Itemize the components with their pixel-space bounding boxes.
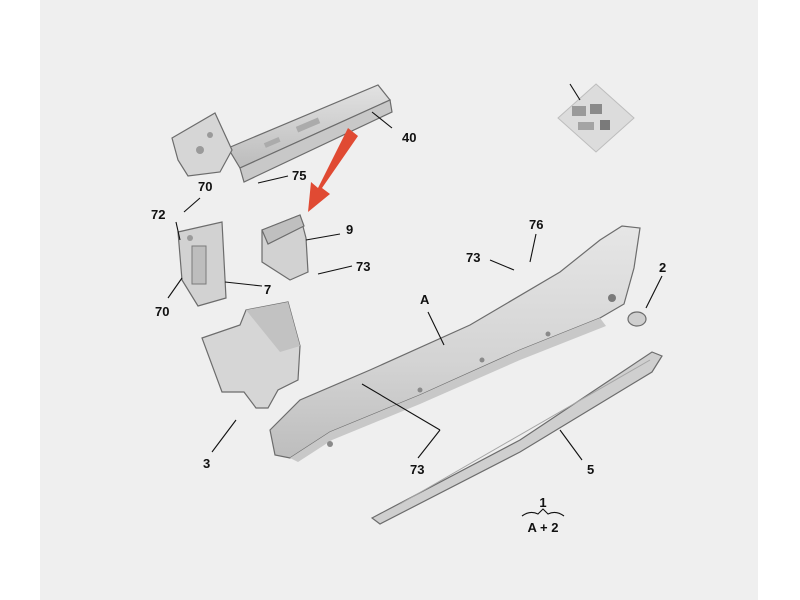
red-arrow-icon [308,128,358,212]
callout-2: 2 [659,260,666,275]
inset-clip-icon [557,83,635,153]
callout-70-bottom: 70 [155,304,169,319]
tow-cap [627,311,647,327]
bumper-cover [269,225,641,462]
callout-70-top: 70 [198,179,212,194]
trim-strip [370,351,663,525]
kit-formula: 1 A + 2 [521,495,565,535]
callout-72: 72 [151,207,165,222]
kit-formula-text: A + 2 [528,520,559,535]
corner-piece [201,301,301,409]
callout-9: 9 [346,222,353,237]
callout-labels: 40 75 70 72 70 9 73 7 76 73 2 A 3 73 5 [151,130,666,477]
mounting-bracket [177,221,227,307]
callout-73-upper: 73 [466,250,480,265]
callout-75: 75 [292,168,306,183]
diagram-panel [40,0,758,600]
kit-brace [521,508,565,517]
callout-A: A [420,292,430,307]
callout-3: 3 [203,456,210,471]
callout-7: 7 [264,282,271,297]
leader-lines [167,83,663,461]
reinforcement-beam [171,84,393,183]
kit-number: 1 [539,495,546,510]
callout-73-lower: 73 [410,462,424,477]
callout-73-bracket: 73 [356,259,370,274]
callout-5: 5 [587,462,594,477]
callout-76: 76 [529,217,543,232]
callout-40: 40 [402,130,416,145]
guide-bracket [261,214,309,281]
